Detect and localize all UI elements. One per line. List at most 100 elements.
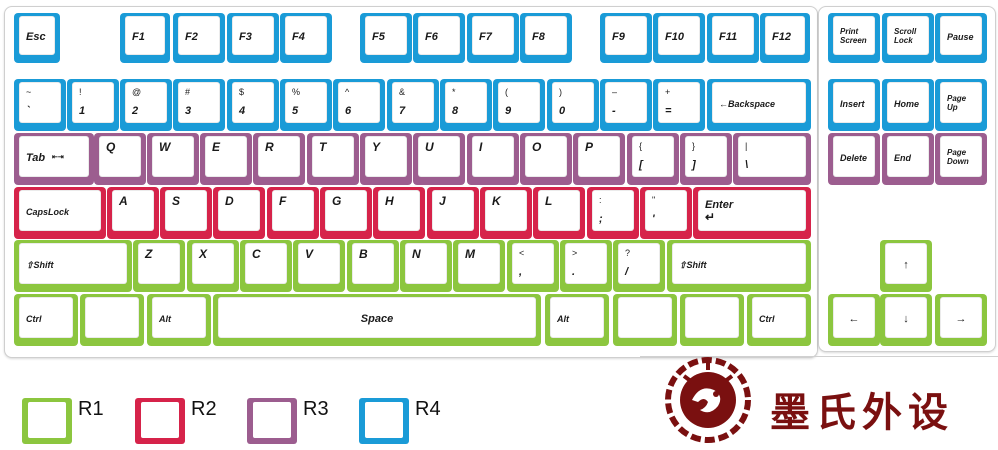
key-label: F8 xyxy=(532,30,545,43)
key-label: ⇧Shift xyxy=(679,260,707,270)
key-label: Page Up xyxy=(947,94,967,113)
key-label: ~ xyxy=(26,87,32,97)
key-label: 2 xyxy=(132,105,139,117)
keycap-surface xyxy=(618,297,672,338)
key-blank1 xyxy=(80,294,144,346)
key-label: C xyxy=(252,247,261,261)
key-label: F xyxy=(279,194,287,208)
key-n6: ^6 xyxy=(333,79,385,131)
key-label: O xyxy=(532,140,542,154)
key-s: S xyxy=(160,187,212,239)
keycap-surface xyxy=(685,297,739,338)
key-label: U xyxy=(425,140,434,154)
keycap-surface xyxy=(698,190,806,231)
key-backspace: ←Backspace xyxy=(707,79,811,131)
key-f2: F2 xyxy=(173,13,225,63)
key-pipe: |\ xyxy=(733,133,811,185)
key-up: ↑ xyxy=(880,240,932,292)
key-f4: F4 xyxy=(280,13,332,63)
key-label: K xyxy=(492,194,501,208)
key-blank3 xyxy=(680,294,744,346)
key-prtsc: Print Screen xyxy=(828,13,880,63)
key-label: , xyxy=(519,266,523,278)
key-comma: <, xyxy=(507,240,559,292)
keycap-surface xyxy=(712,16,754,55)
key-label: { xyxy=(639,141,643,151)
key-label: ↑ xyxy=(903,258,909,271)
key-label: W xyxy=(159,140,171,154)
key-label: N xyxy=(412,247,421,261)
key-n: N xyxy=(400,240,452,292)
keycap-surface xyxy=(472,136,514,177)
key-u: U xyxy=(413,133,465,185)
key-label: X xyxy=(199,247,208,261)
key-label: Z xyxy=(145,247,153,261)
keycap-surface xyxy=(325,190,367,231)
keycap-surface xyxy=(112,190,154,231)
key-label: H xyxy=(385,194,394,208)
key-label: ← xyxy=(848,312,860,325)
key-label: V xyxy=(305,247,314,261)
key-lbr: {[ xyxy=(627,133,679,185)
keycap-surface xyxy=(365,16,407,55)
key-scroll: Scroll Lock xyxy=(882,13,934,63)
keycap-surface xyxy=(940,16,982,55)
key-label: F12 xyxy=(772,30,791,43)
brand-name: 墨氏外设 xyxy=(770,389,954,436)
key-label: = xyxy=(665,105,672,117)
key-label: S xyxy=(172,194,181,208)
key-label: Print Screen xyxy=(840,27,867,46)
key-label: F1 xyxy=(132,30,145,43)
key-right: → xyxy=(935,294,987,346)
key-label: 7 xyxy=(399,105,406,117)
key-label: 6 xyxy=(345,105,352,117)
key-label: $ xyxy=(239,87,245,97)
key-d: D xyxy=(213,187,265,239)
key-label: 3 xyxy=(185,105,192,117)
key-label: ⇤⇥ xyxy=(52,154,64,161)
keycap-surface xyxy=(165,190,207,231)
keycap-surface xyxy=(19,136,89,177)
key-label: [ xyxy=(639,159,643,171)
key-n1: !1 xyxy=(67,79,119,131)
keycap-surface xyxy=(125,82,167,123)
key-label: Enter xyxy=(705,199,734,211)
key-label: ←Backspace xyxy=(719,99,776,109)
key-label: Ctrl xyxy=(759,314,775,324)
legend-swatch-r1 xyxy=(22,398,72,444)
keycap-surface xyxy=(833,297,875,338)
keycap-surface xyxy=(472,16,514,55)
key-f12: F12 xyxy=(760,13,810,63)
key-label: F6 xyxy=(425,30,438,43)
key-label: Delete xyxy=(840,153,868,163)
key-label: ↵ xyxy=(705,210,716,224)
keycap-surface xyxy=(352,243,394,284)
key-h: H xyxy=(373,187,425,239)
keycap-surface xyxy=(19,243,127,284)
key-label: 8 xyxy=(452,105,459,117)
key-label: . xyxy=(572,266,576,278)
keycap-surface xyxy=(605,82,647,123)
key-z: Z xyxy=(133,240,185,292)
key-n7: &7 xyxy=(387,79,439,131)
keycap-surface xyxy=(752,297,806,338)
key-q: Q xyxy=(94,133,146,185)
divider xyxy=(640,356,998,357)
key-f3: F3 xyxy=(227,13,279,63)
keycap-surface xyxy=(298,243,340,284)
keycap-surface xyxy=(285,16,327,55)
keycap-surface xyxy=(392,82,434,123)
key-k: K xyxy=(480,187,532,239)
key-label: ( xyxy=(505,87,508,97)
key-plus: += xyxy=(653,79,705,131)
key-label: Alt xyxy=(159,314,171,324)
key-label: F3 xyxy=(239,30,252,43)
key-label: M xyxy=(465,247,475,261)
key-label: Pause xyxy=(947,32,974,42)
keycap-surface xyxy=(192,243,234,284)
key-label: ) xyxy=(559,87,562,97)
key-end: End xyxy=(882,133,934,185)
keycap-surface xyxy=(887,136,929,177)
key-slash: ?/ xyxy=(613,240,665,292)
key-lalt: Alt xyxy=(147,294,211,346)
